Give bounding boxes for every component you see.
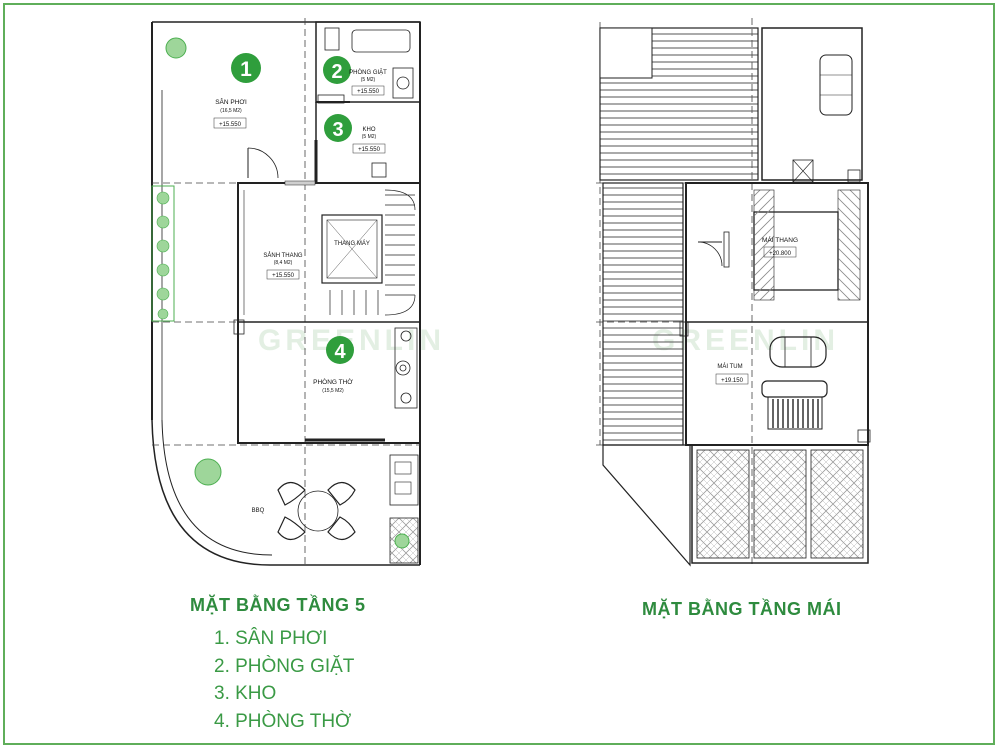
room-name-phong-giat: PHÒNG GIẶT (349, 69, 387, 76)
room-legend: 1. SÂN PHƠI 2. PHÒNG GIẶT 3. KHO 4. PHÒN… (214, 625, 354, 735)
room-markers: 1 2 3 4 (231, 53, 354, 364)
legend-item: 4. PHÒNG THỜ (214, 710, 352, 732)
room-name-mai-tum: MÁI TUM (717, 363, 742, 370)
right-plan: GREENLIN (596, 18, 871, 567)
room-name-bbq: BBQ (252, 508, 265, 514)
outer-frame (3, 3, 995, 745)
level-mai-tum: +19.150 (721, 378, 744, 384)
legend-item: 3. KHO (214, 683, 277, 704)
room-name-thang-may: THANG MÁY (334, 240, 370, 247)
room-area-phong-giat: (5 M2) (361, 77, 376, 83)
room-name-kho: KHO (362, 127, 375, 133)
room-name-san-phoi: SÂN PHƠI (215, 97, 247, 106)
marker-1-label: 1 (240, 58, 252, 81)
marker-4 (326, 336, 354, 364)
left-plan-title: MẶT BẰNG TẦNG 5 (190, 595, 366, 615)
marker-1 (231, 53, 261, 83)
room-area-sanh-thang: (8,4 M2) (274, 260, 293, 266)
room-name-phong-tho: PHÒNG THỜ (313, 377, 353, 386)
left-room-labels: SÂN PHƠI (16,5 M2) +15.550 PHÒNG GIẶT (5… (213, 69, 387, 514)
level-phong-giat: +15.550 (357, 89, 380, 95)
level-kho: +15.550 (358, 147, 381, 153)
marker-3 (324, 114, 352, 142)
level-san-phoi: +15.550 (219, 122, 242, 128)
level-mai-thang: +20.800 (769, 251, 792, 257)
room-area-phong-tho: (15,5 M2) (322, 388, 344, 394)
marker-4-label: 4 (334, 341, 346, 363)
level-sanh-thang: +15.550 (272, 273, 295, 279)
room-area-san-phoi: (16,5 M2) (220, 108, 242, 114)
left-plan: GREENLIN (151, 18, 441, 566)
room-name-mai-thang: MÁI THANG (762, 235, 798, 244)
marker-2 (323, 56, 351, 84)
legend-item: 2. PHÒNG GIẶT (214, 655, 355, 677)
floor-plans: GREENLIN (151, 18, 871, 567)
marker-3-label: 3 (332, 119, 343, 141)
room-name-sanh-thang: SẢNH THANG (263, 252, 303, 259)
room-area-kho: (5 M2) (362, 134, 377, 140)
marker-2-label: 2 (331, 61, 342, 83)
legend-item: 1. SÂN PHƠI (214, 628, 328, 649)
right-room-labels: MÁI THANG +20.800 MÁI TUM +19.150 (715, 235, 798, 385)
right-plan-title: MẶT BẰNG TẦNG MÁI (642, 599, 842, 619)
